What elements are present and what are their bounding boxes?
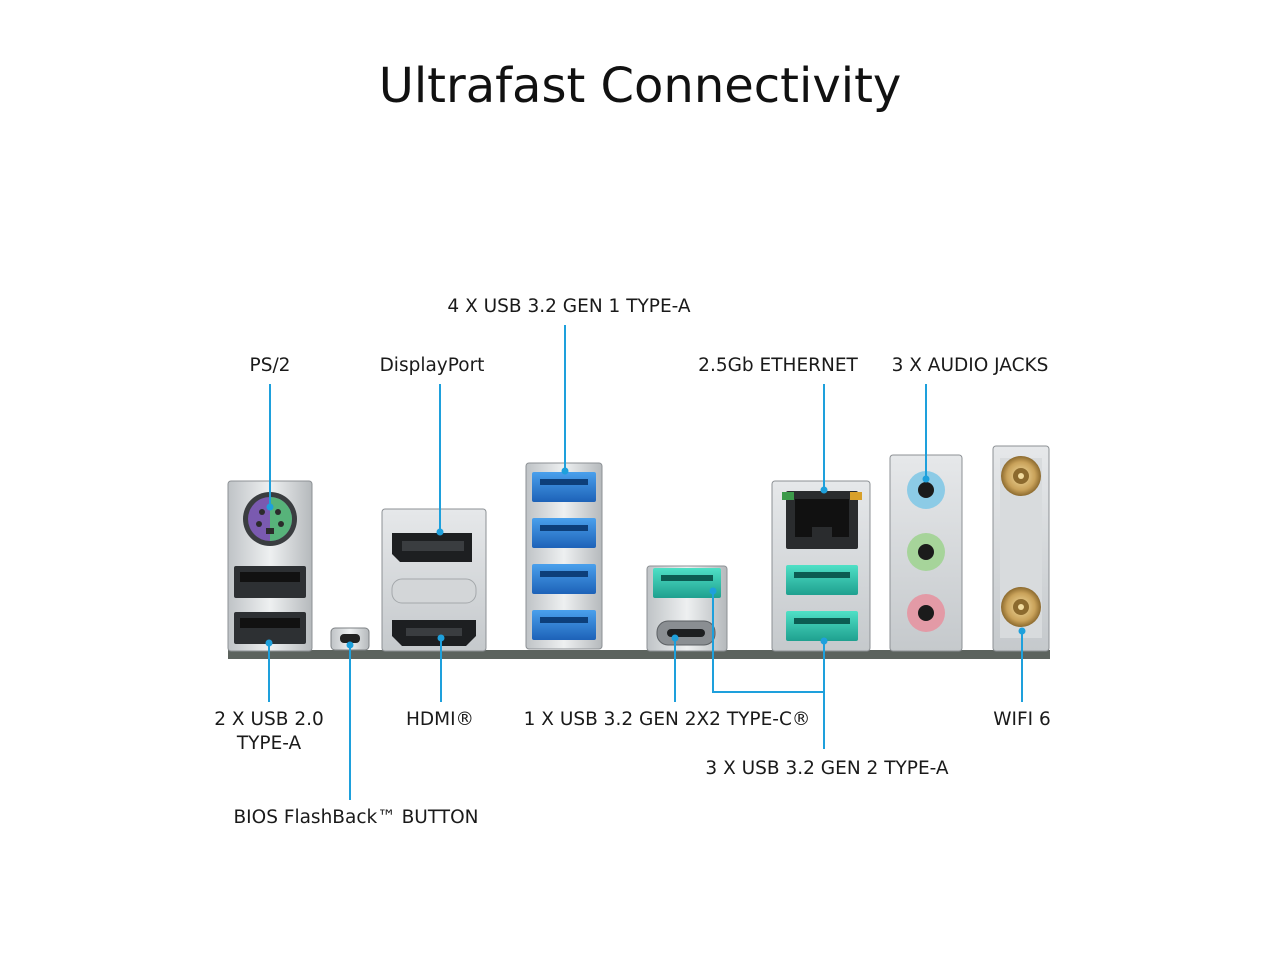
leader-dots [265, 467, 1026, 649]
bios-flashback-button [330, 627, 370, 651]
audio-jacks-block [889, 454, 963, 652]
usb32-gen2-port-2 [786, 565, 858, 595]
ethernet-usb-block [771, 480, 871, 652]
wifi-antenna-block [992, 445, 1050, 652]
page-title: Ultrafast Connectivity [378, 58, 902, 114]
usb32-gen2-port-3 [786, 611, 858, 641]
label-ethernet: 2.5Gb ETHERNET [698, 355, 858, 376]
label-hdmi: HDMI® [405, 709, 475, 730]
label-usb32-gen1: 4 X USB 3.2 GEN 1 TYPE-A [447, 296, 691, 317]
label-bios-flashback: BIOS FlashBack™ BUTTON [233, 807, 479, 828]
label-usb20-line1: 2 X USB 2.0 [214, 709, 324, 730]
label-displayport: DisplayPort [379, 355, 485, 376]
label-usb32-gen2: 3 X USB 3.2 GEN 2 TYPE-A [705, 758, 949, 779]
label-usb-c: 1 X USB 3.2 GEN 2X2 TYPE-C® [523, 709, 811, 730]
leader-lines [268, 325, 1023, 800]
pcb-edge [228, 650, 1050, 659]
label-usb20-line2: TYPE-A [236, 733, 302, 754]
usb32-gen1-stack [525, 462, 603, 650]
label-wifi: WIFI 6 [993, 709, 1051, 730]
label-ps2: PS/2 [249, 355, 291, 376]
dp-hdmi-block [381, 508, 487, 652]
usbc-gen2-block [646, 565, 728, 652]
label-audio-jacks: 3 X AUDIO JACKS [891, 355, 1049, 376]
ps2-usb20-block [227, 480, 313, 652]
